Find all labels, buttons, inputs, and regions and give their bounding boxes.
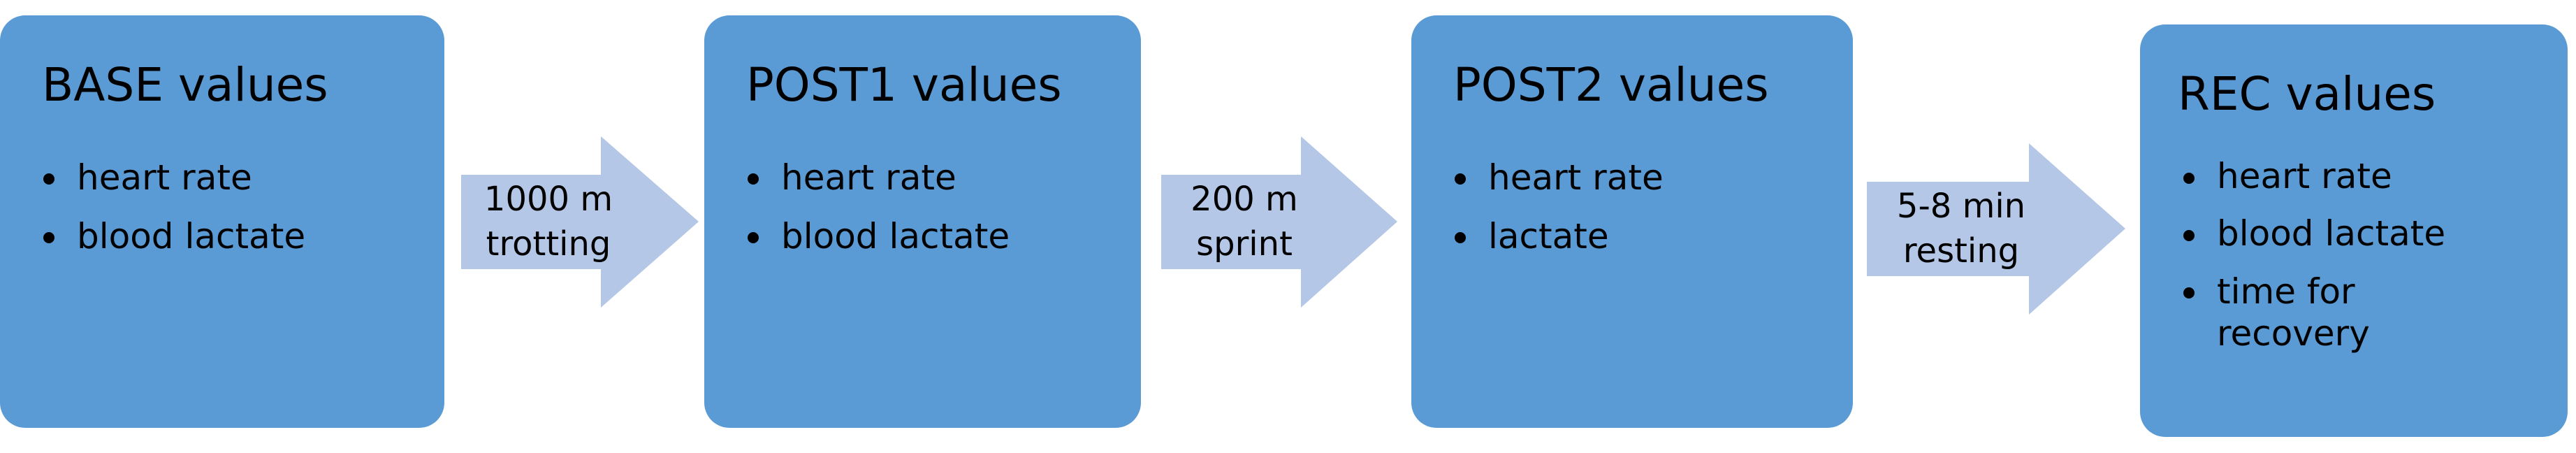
arrow-trotting-line1: 1000 m xyxy=(483,180,613,219)
arrow-trotting: 1000 m trotting xyxy=(461,136,699,308)
post2-item-lactate: lactate xyxy=(1411,207,1664,266)
base-values-list: heart rate blood lactate xyxy=(0,148,305,266)
post1-values-title: POST1 values xyxy=(746,58,1062,112)
base-values-title: BASE values xyxy=(42,58,328,112)
base-item-blood-lactate: blood lactate xyxy=(0,207,305,266)
arrow-resting-line1: 5-8 min xyxy=(1896,187,2026,226)
rec-values-list: heart rate blood lactate time for recove… xyxy=(2140,148,2568,363)
arrow-sprint-line2: sprint xyxy=(1196,224,1293,264)
arrow-resting: 5-8 min resting xyxy=(1867,143,2125,315)
rec-item-blood-lactate: blood lactate xyxy=(2140,205,2568,262)
arrow-resting-shape xyxy=(1867,143,2125,315)
arrow-trotting-shape xyxy=(461,136,699,308)
rec-item-heart-rate: heart rate xyxy=(2140,148,2568,205)
post2-item-heart-rate: heart rate xyxy=(1411,148,1664,207)
arrow-resting-label: 5-8 min resting xyxy=(1881,184,2042,273)
base-item-heart-rate: heart rate xyxy=(0,148,305,207)
post1-values-list: heart rate blood lactate xyxy=(704,148,1010,266)
arrow-sprint: 200 m sprint xyxy=(1161,136,1397,308)
arrow-sprint-shape xyxy=(1161,136,1397,308)
rec-values-box: REC values heart rate blood lactate time… xyxy=(2140,24,2568,437)
arrow-sprint-label: 200 m sprint xyxy=(1171,177,1318,266)
base-values-box: BASE values heart rate blood lactate xyxy=(0,15,444,428)
rec-values-title: REC values xyxy=(2178,67,2436,121)
arrow-resting-line2: resting xyxy=(1902,231,2020,271)
arrow-sprint-line1: 200 m xyxy=(1191,180,1298,219)
arrow-trotting-line2: trotting xyxy=(486,224,611,264)
arrow-trotting-label: 1000 m trotting xyxy=(475,177,622,266)
post1-values-box: POST1 values heart rate blood lactate xyxy=(704,15,1141,428)
rec-item-time-for-recovery: time for recovery xyxy=(2140,262,2399,363)
post2-values-list: heart rate lactate xyxy=(1411,148,1664,266)
post2-values-title: POST2 values xyxy=(1453,58,1769,112)
post2-values-box: POST2 values heart rate lactate xyxy=(1411,15,1853,428)
post1-item-blood-lactate: blood lactate xyxy=(704,207,1010,266)
post1-item-heart-rate: heart rate xyxy=(704,148,1010,207)
